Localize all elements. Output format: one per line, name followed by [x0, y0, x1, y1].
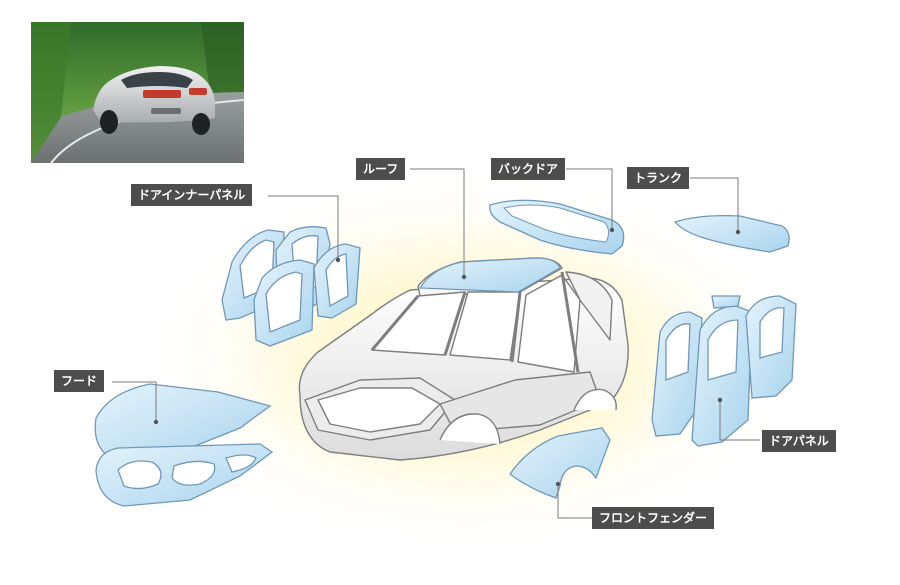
roof-panel: [418, 257, 561, 293]
label-door-panel: ドアパネル: [762, 430, 836, 452]
leader-fender: [557, 484, 592, 519]
door-outer-panels: [651, 295, 797, 447]
label-hood: フード: [54, 370, 105, 392]
car-photo: [31, 22, 244, 163]
label-trunk: トランク: [627, 167, 690, 189]
leader-door-inner: [268, 195, 339, 260]
label-front-fender: フロントフェンダー: [592, 507, 715, 529]
label-back-door: バックドア: [491, 158, 566, 180]
leader-door-panel: [719, 400, 760, 441]
leader-roof: [410, 168, 465, 277]
label-roof: ルーフ: [356, 158, 406, 180]
door-inner-panels: [221, 226, 361, 347]
leader-trunk: [690, 177, 739, 232]
leader-dots: [153, 227, 741, 487]
trunk-lid: [673, 214, 790, 253]
leader-hood: [112, 381, 157, 422]
label-door-inner-panel: ドアインナーパネル: [131, 184, 253, 206]
hood-panels: [94, 383, 274, 507]
front-fender-panel: [509, 427, 611, 499]
back-door-panel: [489, 199, 625, 255]
leader-lines: [112, 168, 760, 519]
leader-back-door: [566, 168, 613, 230]
